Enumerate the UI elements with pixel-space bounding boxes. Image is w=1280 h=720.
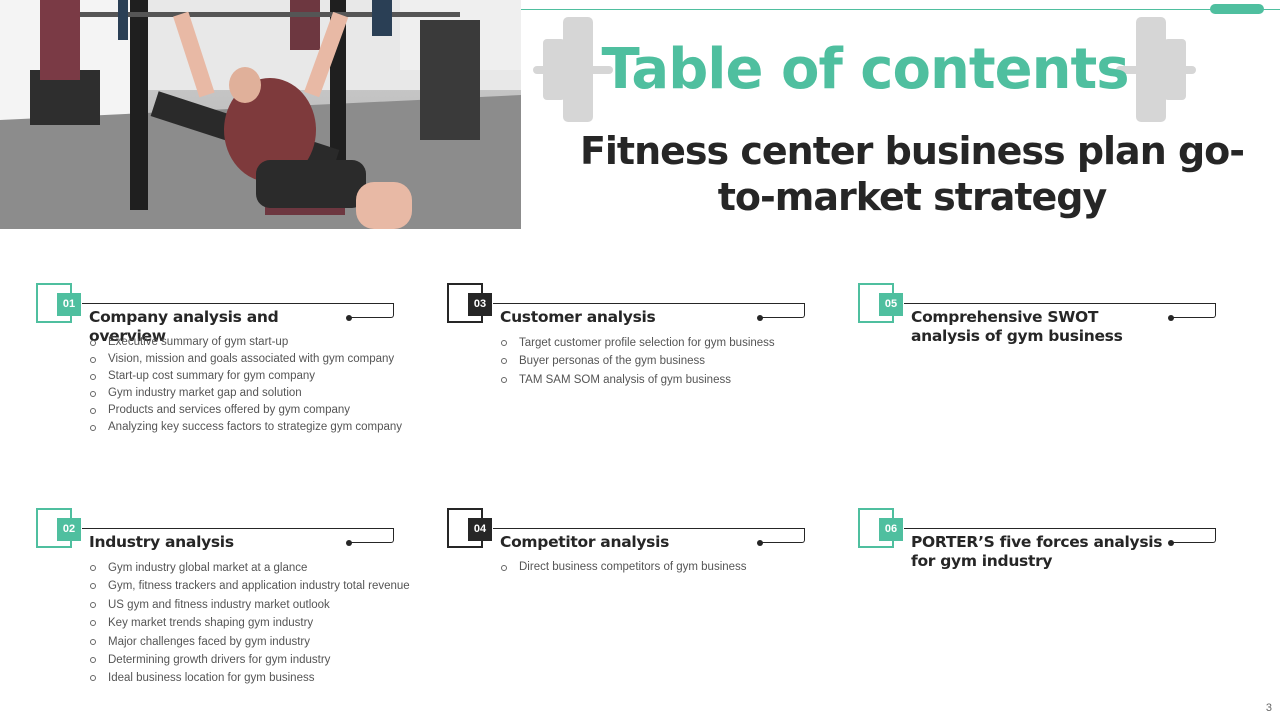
section-title: Customer analysis	[500, 308, 656, 326]
list-item: Key market trends shaping gym industry	[89, 614, 449, 632]
section-dot	[757, 315, 763, 321]
list-item: Vision, mission and goals associated wit…	[89, 351, 449, 368]
toc-title: Table of contents	[601, 37, 1129, 102]
list-item: TAM SAM SOM analysis of gym business	[500, 371, 860, 389]
section-title: Industry analysis	[89, 533, 234, 551]
header-accent-pill	[1210, 4, 1264, 14]
list-item: Buyer personas of the gym business	[500, 352, 860, 370]
section-number: 04	[468, 518, 492, 541]
section-item-list: Target customer profile selection for gy…	[500, 334, 860, 389]
list-item: Gym, fitness trackers and application in…	[89, 577, 449, 595]
list-item: Analyzing key success factors to strateg…	[89, 419, 449, 436]
list-item: Executive summary of gym start-up	[89, 334, 449, 351]
section-bracket	[1172, 528, 1216, 543]
page-number: 3	[1265, 702, 1272, 714]
section-item-list: Direct business competitors of gym busin…	[500, 559, 860, 576]
section-bracket	[1172, 303, 1216, 318]
gym-photo	[0, 0, 521, 229]
section-number: 02	[57, 518, 81, 541]
list-item: Major challenges faced by gym industry	[89, 633, 449, 651]
list-item: Determining growth drivers for gym indus…	[89, 651, 449, 669]
section-number: 05	[879, 293, 903, 316]
section-divider	[82, 303, 394, 304]
header-accent-line	[521, 9, 1280, 10]
page-title: Fitness center business plan go-to-marke…	[579, 129, 1245, 219]
section-dot	[1168, 540, 1174, 546]
list-item: Products and services offered by gym com…	[89, 402, 449, 419]
section-title: Competitor analysis	[500, 533, 670, 551]
list-item: Target customer profile selection for gy…	[500, 334, 860, 352]
section-bracket	[761, 303, 805, 318]
dumbbell-icon	[1116, 17, 1196, 122]
section-title: Company analysis and overview	[89, 308, 279, 345]
dumbbell-icon	[533, 17, 613, 122]
section-divider	[82, 528, 394, 529]
section-frame	[36, 283, 72, 323]
section-item-list: Executive summary of gym start-up Vision…	[89, 334, 449, 436]
section-divider	[904, 303, 1216, 304]
section-bracket	[350, 303, 394, 318]
list-item: Gym industry global market at a glance	[89, 559, 449, 577]
section-dot	[757, 540, 763, 546]
list-item: Direct business competitors of gym busin…	[500, 559, 860, 576]
section-title: PORTER’S five forces analysis for gym in…	[911, 533, 1163, 570]
section-divider	[493, 303, 805, 304]
list-item: US gym and fitness industry market outlo…	[89, 596, 449, 614]
section-divider	[904, 528, 1216, 529]
section-dot	[346, 540, 352, 546]
section-bracket	[350, 528, 394, 543]
section-number: 06	[879, 518, 903, 541]
list-item: Ideal business location for gym business	[89, 669, 449, 687]
section-dot	[346, 315, 352, 321]
section-dot	[1168, 315, 1174, 321]
list-item: Start-up cost summary for gym company	[89, 368, 449, 385]
section-item-list: Gym industry global market at a glance G…	[89, 559, 449, 688]
section-divider	[493, 528, 805, 529]
section-bracket	[761, 528, 805, 543]
section-title: Comprehensive SWOT analysis of gym busin…	[911, 308, 1123, 345]
list-item: Gym industry market gap and solution	[89, 385, 449, 402]
section-number: 03	[468, 293, 492, 316]
section-number: 01	[57, 293, 81, 316]
